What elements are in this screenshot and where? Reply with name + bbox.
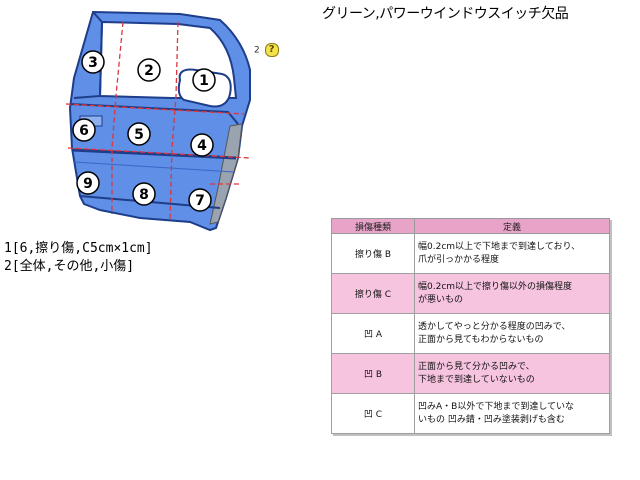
region-2-marker: 2 xyxy=(137,58,161,82)
svg-text:5: 5 xyxy=(134,127,144,143)
question-icon: ? xyxy=(264,43,279,57)
legend-row: 凹 C 凹みA・B以外で下地まで到達していないもの 凹み錆・凹み塗装剥げも含む xyxy=(331,393,610,434)
legend-row: 擦り傷 B 幅0.2cm以上で下地まで到達しており、爪が引っかかる程度 xyxy=(331,233,610,274)
legend-type: 凹 B xyxy=(331,353,415,394)
legend-header-row: 損傷種類 定義 xyxy=(331,218,610,234)
svg-text:9: 9 xyxy=(83,176,93,192)
region-3-marker: 3 xyxy=(81,50,105,74)
legend-definition: 幅0.2cm以上で下地まで到達しており、爪が引っかかる程度 xyxy=(414,233,610,274)
door-svg: 1 2 3 4 5 6 7 xyxy=(65,10,251,232)
legend-definition: 透かしてやっと分かる程度の凹みで、正面から見てもわからないもの xyxy=(414,313,610,354)
legend-type: 凹 C xyxy=(331,393,415,434)
damage-legend-table: 損傷種類 定義 擦り傷 B 幅0.2cm以上で下地まで到達しており、爪が引っかか… xyxy=(331,218,610,434)
region-5-marker: 5 xyxy=(127,122,151,146)
region-7-marker: 7 xyxy=(188,188,212,212)
region-9-marker: 9 xyxy=(76,171,100,195)
region-4-marker: 4 xyxy=(190,133,214,157)
svg-text:1: 1 xyxy=(199,73,209,89)
car-door-diagram: 1 2 3 4 5 6 7 xyxy=(60,8,280,236)
damage-2-number: 2 xyxy=(254,45,260,56)
legend-definition: 正面から見て分かる凹みで、下地まで到達していないもの xyxy=(414,353,610,394)
region-8-marker: 8 xyxy=(132,182,156,206)
damage-note-2: 2[全体,その他,小傷] xyxy=(4,259,135,274)
legend-header-definition: 定義 xyxy=(414,218,610,234)
region-1-marker: 1 xyxy=(192,68,216,92)
svg-text:3: 3 xyxy=(88,55,98,71)
legend-row: 擦り傷 C 幅0.2cm以上で擦り傷以外の損傷程度が悪いもの xyxy=(331,273,610,314)
legend-type: 凹 A xyxy=(331,313,415,354)
page-title: グリーン,パワーウインドウスイッチ欠品 xyxy=(322,6,569,22)
damage-note-1: 1[6,擦り傷,C5cm×1cm] xyxy=(4,241,153,256)
legend-header-type: 損傷種類 xyxy=(331,218,415,234)
svg-text:8: 8 xyxy=(139,187,149,203)
legend-type: 擦り傷 B xyxy=(331,233,415,274)
door-edge xyxy=(209,123,243,225)
region-6-marker: 6 xyxy=(72,118,96,142)
legend-row: 凹 A 透かしてやっと分かる程度の凹みで、正面から見てもわからないもの xyxy=(331,313,610,354)
svg-text:7: 7 xyxy=(195,193,205,209)
svg-text:4: 4 xyxy=(197,138,207,154)
legend-definition: 凹みA・B以外で下地まで到達していないもの 凹み錆・凹み塗装剥げも含む xyxy=(414,393,610,434)
svg-text:6: 6 xyxy=(79,123,89,139)
legend-row: 凹 B 正面から見て分かる凹みで、下地まで到達していないもの xyxy=(331,353,610,394)
svg-text:2: 2 xyxy=(144,63,154,79)
damage-2-marker: 2 ? xyxy=(254,43,279,57)
legend-type: 擦り傷 C xyxy=(331,273,415,314)
damage-notes: 1[6,擦り傷,C5cm×1cm] 2[全体,その他,小傷] xyxy=(4,240,153,276)
legend-definition: 幅0.2cm以上で擦り傷以外の損傷程度が悪いもの xyxy=(414,273,610,314)
